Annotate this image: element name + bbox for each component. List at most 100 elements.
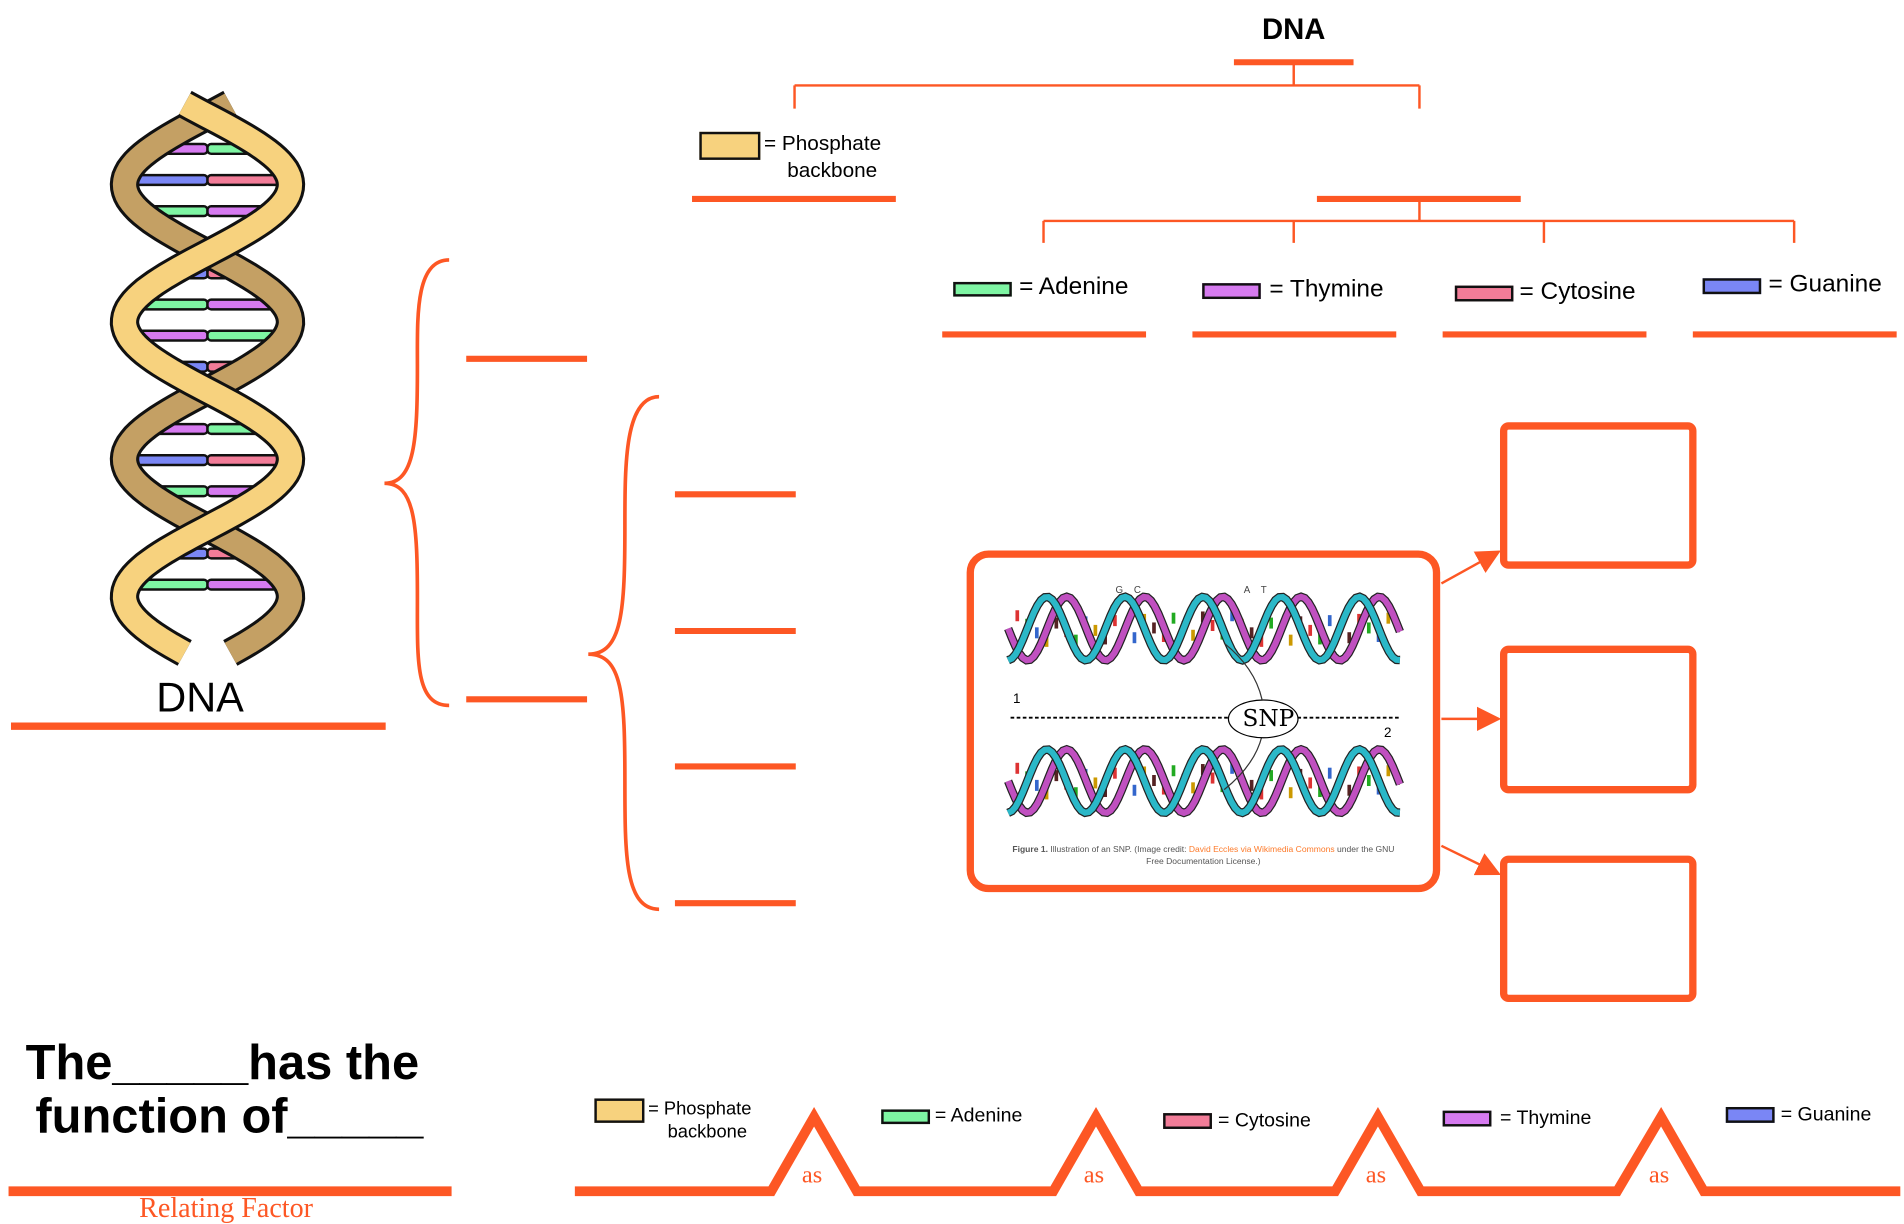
base-label-t: T: [1260, 584, 1267, 596]
answer-box-2[interactable]: [1499, 645, 1697, 794]
nucleotide: [1318, 633, 1322, 645]
bottom-adenine-swatch: [881, 1109, 931, 1125]
dna-strand: [1005, 593, 1403, 664]
dna-helix-illustration: [109, 90, 306, 666]
nucleotide: [1074, 634, 1078, 646]
zigzag-line: [574, 1106, 1901, 1197]
figure-caption: Figure 1. Illustration of an SNP. (Image…: [974, 845, 1433, 869]
nucleotide: [1210, 772, 1215, 784]
snp-ellipse: [1227, 699, 1299, 739]
snp-figure-box: G C A T 1 2 SNP Figure 1. Illustration o…: [966, 550, 1441, 893]
as-label: as: [801, 1161, 823, 1189]
phosphate-backbone: [112, 93, 303, 664]
nucleotide: [1171, 612, 1176, 624]
snp-pointer: [1223, 735, 1263, 791]
base-label-a: A: [1243, 584, 1251, 596]
brace-small: [588, 394, 660, 912]
nucleotide: [1200, 611, 1205, 623]
nucleotide: [1191, 782, 1195, 794]
nucleotide: [1015, 610, 1020, 622]
nucleotide: [1015, 762, 1020, 774]
nucleotide: [1259, 788, 1264, 800]
dna-strand: [1005, 746, 1403, 817]
arrow-3: [1440, 844, 1501, 876]
adenine-label: = Adenine: [1019, 273, 1129, 301]
guanine-swatch: [1702, 278, 1762, 295]
nucleotide: [1249, 627, 1254, 639]
nucleotide: [1366, 622, 1371, 634]
nucleotide: [1200, 764, 1205, 776]
caption-bold: Figure 1.: [1012, 845, 1048, 855]
snp-label: SNP: [1242, 705, 1295, 733]
bottom-thymine-swatch: [1442, 1110, 1492, 1127]
strand-1-label: 1: [1013, 692, 1021, 707]
base-label-c: C: [1133, 584, 1141, 596]
nucleotide: [1054, 770, 1059, 782]
bottom-adenine-label: = Adenine: [934, 1105, 1023, 1127]
nucleotide: [1327, 767, 1332, 779]
thymine-swatch: [1202, 283, 1261, 300]
nucleotide: [1113, 767, 1117, 779]
nucleotide: [1347, 784, 1352, 796]
nucleotide: [1259, 635, 1264, 647]
snp-pointer: [1223, 642, 1263, 700]
nucleotide: [1132, 784, 1137, 796]
dna-strand: [1006, 746, 1401, 817]
guanine-label: = Guanine: [1768, 270, 1882, 298]
nucleotide: [1269, 617, 1273, 629]
answer-box-3[interactable]: [1499, 855, 1697, 1003]
brace-large: [384, 258, 450, 708]
bottom-guanine-label: = Guanine: [1780, 1104, 1872, 1126]
caption-text: Illustration of an SNP. (Image credit:: [1047, 845, 1189, 855]
sentence-line-2: function of_____: [35, 1089, 424, 1144]
bottom-phosphate-line2: backbone: [667, 1121, 748, 1143]
phosphate-label-line2: backbone: [787, 158, 878, 182]
bottom-phosphate-line1: = Phosphate: [648, 1098, 752, 1120]
dna-strand: [1006, 593, 1401, 664]
nucleotide: [1152, 775, 1156, 787]
nucleotide: [1034, 779, 1039, 791]
tree-connector: [793, 64, 1421, 109]
base-label-g: G: [1115, 584, 1124, 596]
tree-connector: [1042, 201, 1796, 243]
nucleotide: [1093, 624, 1098, 636]
phosphate-swatch: [699, 131, 761, 160]
nucleotide: [1034, 627, 1039, 639]
bottom-guanine-swatch: [1725, 1106, 1775, 1123]
strand-2-label: 2: [1384, 726, 1392, 741]
nucleotide: [1386, 765, 1391, 777]
as-label: as: [1365, 1161, 1387, 1189]
relating-factor-label: Relating Factor: [139, 1192, 313, 1223]
bottom-phosphate-swatch: [594, 1098, 645, 1123]
phosphate-label-line1: = Phosphate: [764, 131, 882, 156]
nucleotide: [1308, 624, 1313, 636]
nucleotide: [1074, 787, 1078, 799]
nucleotide: [1327, 615, 1332, 627]
caption-end: under the GNU: [1334, 845, 1395, 855]
arrow-1: [1440, 550, 1501, 585]
nucleotide: [1191, 629, 1195, 641]
nucleotide: [1210, 620, 1215, 631]
adenine-swatch: [953, 281, 1012, 297]
nucleotide: [1249, 779, 1254, 791]
answer-box-1[interactable]: [1499, 422, 1697, 569]
caption-link[interactable]: David Eccles via Wikimedia Commons: [1188, 845, 1335, 855]
bottom-thymine-label: = Thymine: [1499, 1108, 1592, 1129]
as-label: as: [1648, 1161, 1670, 1189]
as-label: as: [1083, 1161, 1105, 1189]
cytosine-label: = Cytosine: [1519, 278, 1636, 306]
caption-line2: Free Documentation License.): [1146, 858, 1261, 867]
nucleotide: [1230, 762, 1234, 774]
dna-title: DNA: [1261, 13, 1326, 47]
nucleotide: [1113, 615, 1117, 627]
nucleotide: [1132, 632, 1137, 644]
sentence-line-1: The_____has the: [25, 1036, 420, 1090]
cytosine-swatch: [1454, 285, 1514, 302]
phosphate-backbone: [112, 93, 303, 664]
bottom-cytosine-label: = Cytosine: [1218, 1110, 1311, 1132]
nucleotide: [1171, 765, 1176, 777]
nucleotide: [1347, 632, 1352, 644]
bottom-cytosine-swatch: [1163, 1113, 1212, 1129]
nucleotide: [1093, 777, 1098, 789]
